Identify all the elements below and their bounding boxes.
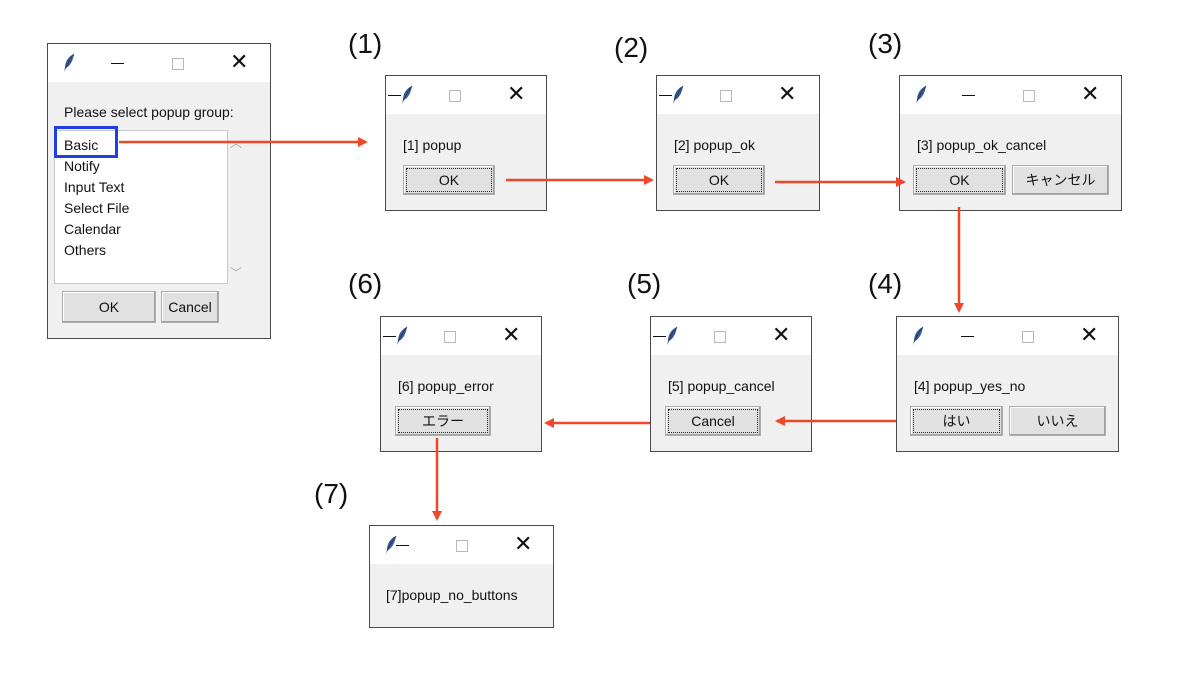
titlebar: ✕ xyxy=(657,76,819,114)
popup-window-6: ✕ [6] popup_error エラー xyxy=(380,316,542,452)
list-item[interactable]: Select File xyxy=(64,200,130,216)
popup-message: [5] popup_cancel xyxy=(668,378,775,394)
ok-button[interactable]: OK xyxy=(673,165,765,195)
selector-prompt: Please select popup group: xyxy=(64,104,234,120)
selected-item-highlight xyxy=(54,126,118,158)
titlebar: ✕ xyxy=(897,317,1118,355)
close-icon[interactable]: ✕ xyxy=(514,532,533,557)
close-icon[interactable]: ✕ xyxy=(507,82,526,107)
step-number: (4) xyxy=(868,268,903,299)
popup-window-2: ✕ [2] popup_ok OK xyxy=(656,75,820,211)
step-number: (6) xyxy=(348,268,383,299)
list-item[interactable]: Others xyxy=(64,242,107,258)
list-item[interactable]: Calendar xyxy=(64,221,121,237)
maximize-icon[interactable] xyxy=(444,331,456,343)
minimize-icon[interactable] xyxy=(961,336,974,337)
close-icon[interactable]: ✕ xyxy=(502,323,521,348)
close-icon[interactable]: ✕ xyxy=(1081,82,1100,107)
titlebar: ✕ xyxy=(900,76,1121,114)
selector-ok-button[interactable]: OK xyxy=(62,291,156,323)
maximize-icon[interactable] xyxy=(449,90,461,102)
maximize-icon[interactable] xyxy=(1022,331,1034,343)
listbox-scrollbar[interactable]: ︿ ﹀ xyxy=(228,130,244,284)
minimize-icon[interactable] xyxy=(659,95,672,96)
popup-message: [2] popup_ok xyxy=(674,137,755,153)
maximize-icon[interactable] xyxy=(172,58,184,70)
popup-message: [3] popup_ok_cancel xyxy=(917,137,1047,153)
popup-window-3: ✕ [3] popup_ok_cancel OK キャンセル xyxy=(899,75,1122,211)
close-icon[interactable]: ✕ xyxy=(230,50,249,75)
list-item[interactable]: Notify xyxy=(64,158,100,174)
step-number: (2) xyxy=(614,32,649,63)
popup-window-5: ✕ [5] popup_cancel Cancel xyxy=(650,316,812,452)
minimize-icon[interactable] xyxy=(396,545,409,546)
selector-titlebar: ✕ xyxy=(48,44,270,82)
popup-window-4: ✕ [4] popup_yes_no はい いいえ xyxy=(896,316,1119,452)
selector-cancel-button[interactable]: Cancel xyxy=(161,291,219,323)
maximize-icon[interactable] xyxy=(720,90,732,102)
titlebar: ✕ xyxy=(381,317,541,355)
step-number: (7) xyxy=(314,478,349,509)
close-icon[interactable]: ✕ xyxy=(772,323,791,348)
maximize-icon[interactable] xyxy=(714,331,726,343)
ok-button[interactable]: OK xyxy=(403,165,495,195)
step-number: (5) xyxy=(627,268,662,299)
chevron-down-icon[interactable]: ﹀ xyxy=(230,266,243,280)
no-button[interactable]: いいえ xyxy=(1009,406,1106,436)
cancel-button[interactable]: キャンセル xyxy=(1012,165,1109,195)
titlebar: ✕ xyxy=(370,526,553,564)
minimize-icon[interactable] xyxy=(962,95,975,96)
error-button[interactable]: エラー xyxy=(395,406,491,436)
minimize-icon[interactable] xyxy=(388,95,401,96)
close-icon[interactable]: ✕ xyxy=(778,82,797,107)
popup-message: [7]popup_no_buttons xyxy=(386,587,518,603)
popup-message: [6] popup_error xyxy=(398,378,494,394)
list-item[interactable]: Basic xyxy=(64,137,99,153)
titlebar: ✕ xyxy=(651,317,811,355)
step-number: (1) xyxy=(348,28,383,59)
popup-message: [4] popup_yes_no xyxy=(914,378,1026,394)
yes-button[interactable]: はい xyxy=(910,406,1003,436)
popup-message: [1] popup xyxy=(403,137,462,153)
titlebar: ✕ xyxy=(386,76,546,114)
close-icon[interactable]: ✕ xyxy=(1080,323,1099,348)
cancel-button[interactable]: Cancel xyxy=(665,406,761,436)
minimize-icon[interactable] xyxy=(111,63,124,64)
popup-window-7: ✕ [7]popup_no_buttons xyxy=(369,525,554,628)
ok-button[interactable]: OK xyxy=(913,165,1006,195)
minimize-icon[interactable] xyxy=(653,336,666,337)
maximize-icon[interactable] xyxy=(456,540,468,552)
list-item[interactable]: Input Text xyxy=(64,179,125,195)
minimize-icon[interactable] xyxy=(383,336,396,337)
step-number: (3) xyxy=(868,28,903,59)
maximize-icon[interactable] xyxy=(1023,90,1035,102)
popup-window-1: ✕ [1] popup OK xyxy=(385,75,547,211)
